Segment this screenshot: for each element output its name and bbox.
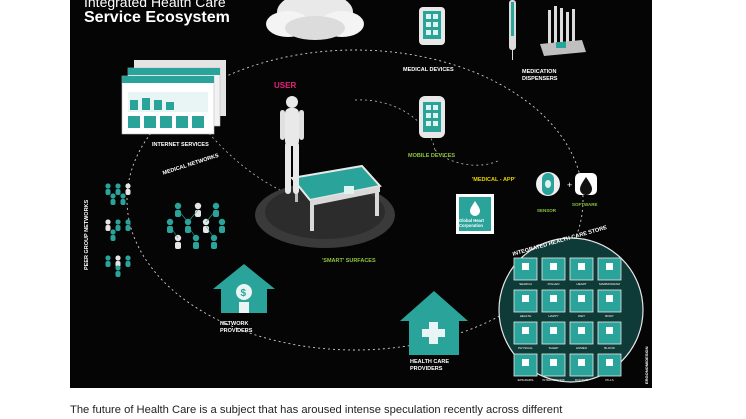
store-app-icon	[550, 359, 557, 366]
medical-devices-label: MEDICAL DEVICES	[403, 67, 454, 73]
poster-title-line1: Integrated Health Care	[84, 0, 226, 10]
store-app-label: INTERACTIONS	[542, 378, 564, 382]
peer-group-networks-label: PEER GROUP NETWORKS	[84, 199, 90, 270]
store-app-label: SLEEP	[549, 346, 559, 350]
store-app-label: MAMMOGRAM	[599, 282, 620, 286]
caption-text: The future of Health Care is a subject t…	[70, 404, 563, 416]
network-links	[169, 209, 217, 239]
global-heart-app-icon	[456, 194, 494, 234]
store-app-label: SEARCH	[519, 282, 532, 286]
store-app-label: BODY	[605, 314, 614, 318]
ecosystem-infographic: + SEARCH POLLEN HEART MAMMOGRAM HEALTH HAPPY D…	[70, 0, 652, 388]
health-store-magnifier: SEARCH POLLEN HEART MAMMOGRAM HEALTH HAPPY DIE…	[498, 237, 644, 383]
store-app-icon	[606, 359, 613, 366]
software-drop-icon	[575, 173, 597, 195]
store-app-label: HEART	[576, 282, 586, 286]
health-care-providers-label-1: HEALTH CARE	[410, 359, 450, 365]
user-label: USER	[274, 81, 297, 90]
network-providers-house-icon: $	[213, 264, 275, 313]
plus-sign: +	[567, 180, 572, 190]
store-app-label: DOCTOR	[575, 378, 589, 382]
health-care-providers-house-icon	[400, 291, 468, 355]
store-app-icon	[550, 295, 557, 302]
store-app-grid: SEARCH POLLEN HEART MAMMOGRAM HEALTH HAPPY DIE…	[513, 257, 622, 382]
peer-group-people-icon	[105, 183, 131, 277]
mobile-devices-label: MOBILE DEVICES	[408, 153, 456, 159]
store-app-icon	[522, 359, 529, 366]
pharmacy-sign: PHARMACY +	[154, 78, 188, 84]
medication-dispensers-label-1: MEDICATION	[522, 69, 557, 75]
store-app-icon	[550, 263, 557, 270]
sensor-label: SENSOR	[537, 208, 557, 213]
tablet-device-icon	[419, 7, 445, 45]
ecosystem-artwork: + SEARCH POLLEN HEART MAMMOGRAM HEALTH HAPPY D…	[105, 0, 644, 383]
network-providers-label-1: NETWORK	[220, 321, 249, 327]
store-app-icon	[550, 327, 557, 334]
store-app-label: HEALTH	[520, 314, 532, 318]
store-app-icon	[522, 295, 529, 302]
dispenser-rack-icon	[540, 6, 586, 56]
cloud-icon	[266, 0, 364, 40]
ecosystem-loop	[126, 49, 584, 351]
smart-surface-table-icon	[255, 164, 395, 248]
store-app-icon	[522, 327, 529, 334]
credit-label: ERGONOMIDESIGN	[644, 346, 649, 384]
global-heart-label-2: Corporation	[459, 223, 483, 228]
store-app-icon	[522, 263, 529, 270]
store-app-label: BLOOD	[604, 346, 615, 350]
store-app-label: POLLEN	[548, 282, 560, 286]
smart-surfaces-label: 'SMART' SURFACES	[322, 258, 376, 264]
browser-windows-icon	[121, 60, 226, 135]
store-app-icon	[606, 295, 613, 302]
store-app-icon	[578, 327, 585, 334]
store-app-icon	[578, 359, 585, 366]
medication-dispensers-label-2: DISPENSERS	[522, 76, 558, 82]
global-heart-label-1: Global Heart	[459, 218, 484, 223]
store-app-label: EPIGRAMS	[518, 378, 534, 382]
store-app-label: PHYSICAL	[518, 346, 533, 350]
medical-network-people-icon	[166, 202, 226, 249]
network-providers-label-2: PROVIDERS	[220, 328, 253, 334]
sensor-icon	[536, 172, 560, 196]
dollar-icon: $	[241, 288, 247, 299]
poster-title-line2: Service Ecosystem	[84, 9, 230, 26]
store-app-label: DIET	[578, 314, 585, 318]
store-app-icon	[578, 263, 585, 270]
store-app-icon	[606, 263, 613, 270]
store-app-label: HAPPY	[548, 314, 558, 318]
health-care-providers-label-2: PROVIDERS	[410, 366, 443, 372]
store-app-label: HOMEO	[576, 346, 588, 350]
software-label: SOFTWARE	[572, 202, 598, 207]
pen-dispenser-icon	[509, 0, 516, 60]
medical-app-label: 'MEDICAL - APP'	[472, 177, 516, 183]
store-app-label: PILLS	[605, 378, 613, 382]
internet-services-label: INTERNET SERVICES	[152, 142, 209, 148]
store-app-icon	[606, 327, 613, 334]
user-silhouette-icon	[280, 96, 304, 194]
store-app-icon	[578, 295, 585, 302]
mobile-phone-icon	[419, 96, 445, 138]
